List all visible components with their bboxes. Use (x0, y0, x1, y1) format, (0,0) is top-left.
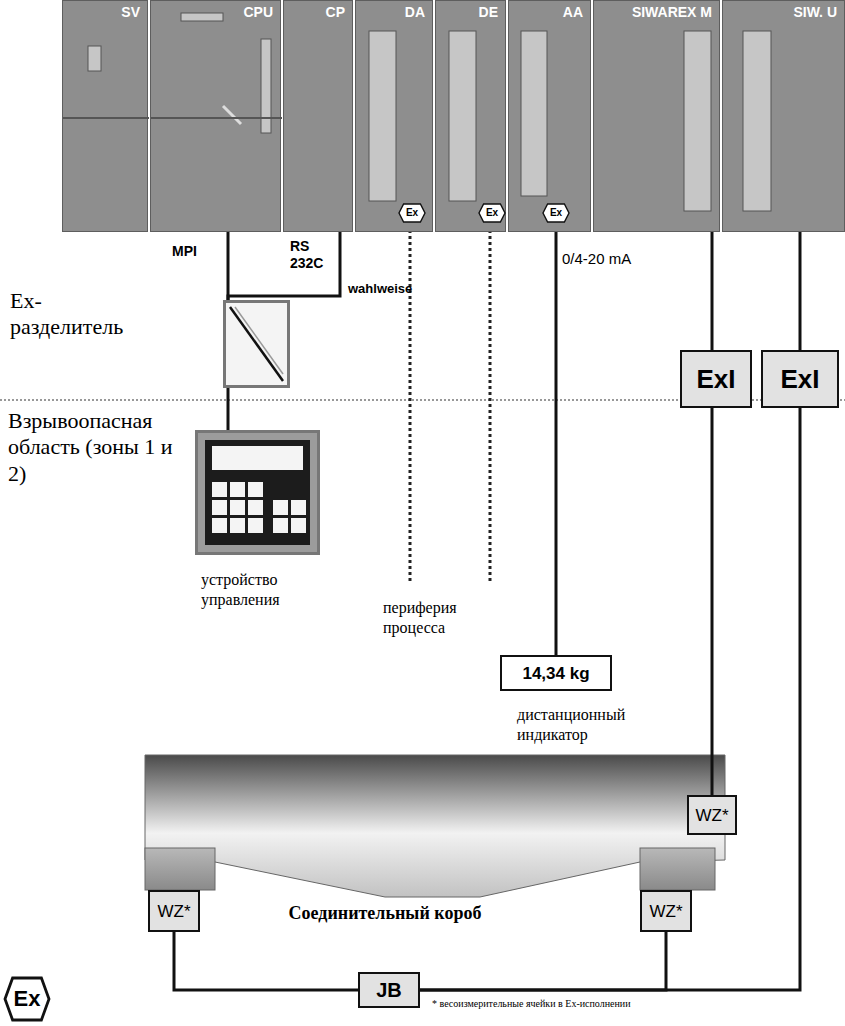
ex-separator: Ex-разделитель (223, 300, 290, 388)
module-label: SIWAREX M (632, 5, 712, 20)
signal-cable (420, 408, 800, 990)
ex-badge-label: Ex (486, 208, 498, 218)
edge-label: 0/4-20 mA (562, 250, 631, 268)
signal-cable (228, 232, 340, 300)
ex-isolator: ExI (761, 350, 839, 408)
analog-output-module-shape (509, 1, 590, 231)
footnote: * весоизмерительные ячейки в Ex-исполнен… (432, 998, 632, 1010)
cpu-module: CPU (150, 0, 281, 232)
operator-panel: устройство управления (195, 430, 320, 555)
power-supply-module-shape (63, 1, 147, 231)
digital-input-module-shape (436, 1, 505, 231)
junction-box-label: JB (376, 980, 402, 1000)
vessel-leg (145, 848, 215, 890)
process-io-line (489, 224, 492, 582)
isolator-label: ExI (780, 366, 819, 392)
siwarex-m-module: SIWAREX M (593, 0, 720, 232)
module-label: SIW. U (793, 5, 837, 20)
module-label: CPU (243, 5, 273, 20)
isolator-label: ExI (696, 366, 735, 392)
analog-output-module: AA Ex (508, 0, 591, 232)
digital-output-module: DA Ex (355, 0, 433, 232)
display-value: 14,34 kg (522, 665, 589, 682)
zone-label: Взрывоопасная область (зоны 1 и 2) (8, 408, 188, 487)
power-supply-module: SV (62, 0, 148, 232)
ex-separator-shape (223, 300, 290, 388)
ex-symbol: Ex (3, 976, 51, 1022)
process-io-line (409, 224, 412, 582)
load-cell: WZ* (687, 795, 736, 835)
remote-display: 14,34 kgдистанционный индикатор (500, 655, 612, 691)
ex-badge: Ex (398, 203, 426, 223)
module-label: SV (121, 5, 140, 20)
signal-cable (711, 232, 714, 350)
junction-box: JB (358, 972, 420, 1008)
load-cell: WZ* (148, 890, 200, 932)
siwarex-u-module: SIW. U (722, 0, 845, 232)
device-caption: устройство управления (201, 570, 341, 610)
signal-cable (420, 932, 666, 990)
load-cell-label: WZ* (695, 807, 728, 824)
cp-module: CP (283, 0, 353, 232)
signal-cable (227, 388, 230, 430)
junction-caption: Соединительный короб (255, 903, 515, 924)
signal-cable (799, 232, 802, 350)
load-cell-label: WZ* (157, 903, 190, 920)
signal-cable (555, 223, 558, 655)
operator-panel-shape (195, 430, 320, 555)
signal-cable (227, 232, 230, 300)
digital-output-module-shape (356, 1, 432, 231)
process-io-label: периферия процесса (383, 598, 478, 638)
module-label: CP (326, 5, 345, 20)
ex-badge-label: Ex (406, 208, 418, 218)
option-note: wahlweise (348, 281, 412, 296)
edge-label: RS 232C (290, 238, 334, 272)
load-cell-label: WZ* (649, 903, 682, 920)
ex-badge: Ex (478, 203, 506, 223)
siwarex-u-module-shape (723, 1, 844, 231)
module-label: DA (405, 5, 425, 20)
signal-cable (174, 932, 358, 990)
siwarex-m-module-shape (594, 1, 719, 231)
display-caption: дистанционный индикатор (517, 705, 632, 745)
module-label: AA (563, 5, 583, 20)
ex-badge: Ex (542, 203, 570, 223)
cpu-module-shape (151, 1, 280, 231)
edge-label: MPI (172, 243, 197, 260)
module-label: DE (479, 5, 498, 20)
signal-cable (711, 408, 714, 795)
digital-input-module: DE Ex (435, 0, 506, 232)
load-cell: WZ* (640, 890, 692, 932)
separator-label: Ex-разделитель (10, 288, 140, 341)
ex-isolator: ExI (680, 350, 752, 408)
ex-symbol-label: Ex (14, 988, 41, 1010)
ex-badge-label: Ex (550, 208, 562, 218)
vessel (145, 755, 725, 897)
vessel-leg (640, 848, 715, 890)
